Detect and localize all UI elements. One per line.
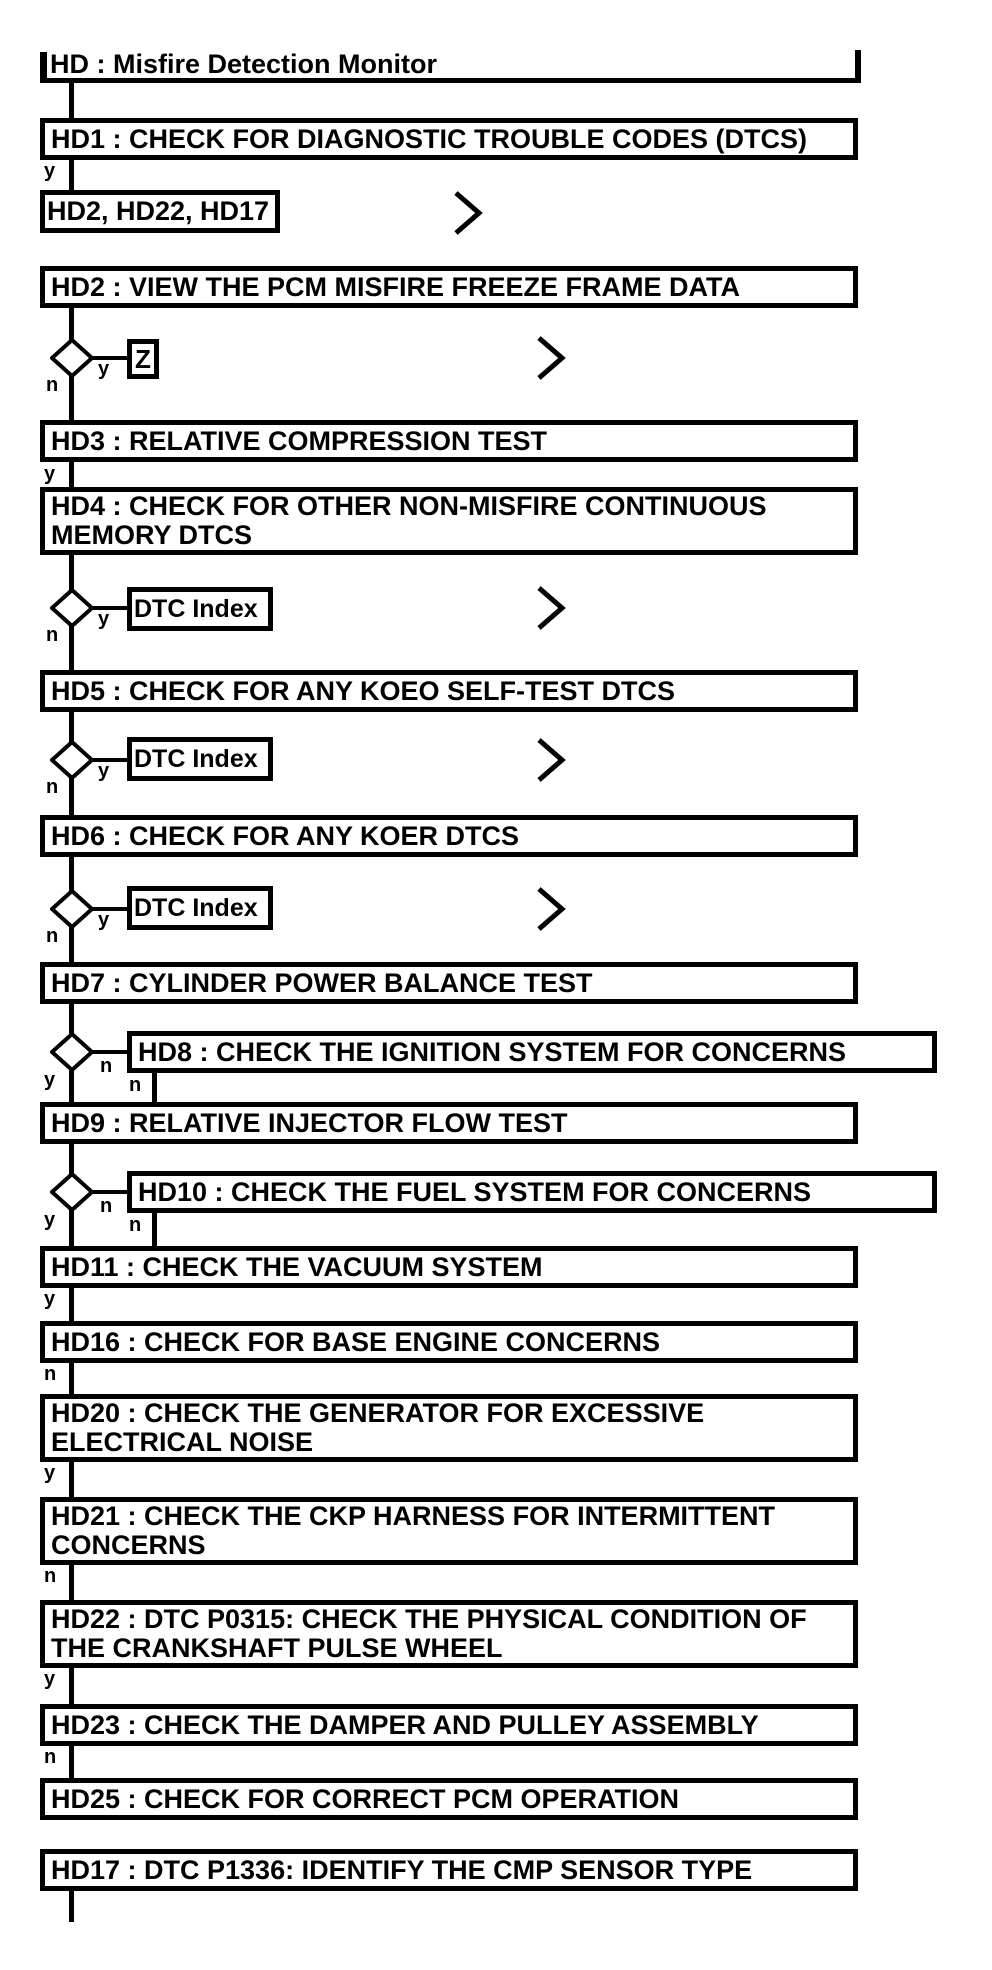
branch-label-yes: y xyxy=(98,608,110,630)
branch-line xyxy=(92,907,128,911)
node-hd8: HD8 : CHECK THE IGNITION SYSTEM FOR CONC… xyxy=(127,1031,937,1073)
branch-label-yes: y xyxy=(44,1209,56,1231)
decision-diamond xyxy=(50,1032,94,1072)
node-hd6: HD6 : CHECK FOR ANY KOER DTCS xyxy=(40,815,858,857)
branch-label-no: n xyxy=(129,1074,142,1096)
goto-chevron-icon xyxy=(454,191,483,235)
node-dtc-index: DTC Index xyxy=(127,587,273,631)
branch-line xyxy=(92,1050,128,1054)
connector-line xyxy=(69,1144,74,1176)
connector-line xyxy=(69,160,74,190)
title-right-tick xyxy=(855,50,861,83)
node-hd20: HD20 : CHECK THE GENERATOR FOR EXCESSIVE… xyxy=(40,1394,858,1462)
branch-label-no: n xyxy=(129,1214,142,1236)
decision-diamond xyxy=(50,588,94,628)
node-hd11: HD11 : CHECK THE VACUUM SYSTEM xyxy=(40,1246,858,1288)
goto-chevron-icon xyxy=(537,336,566,380)
node-hd21: HD21 : CHECK THE CKP HARNESS FOR INTERMI… xyxy=(40,1497,858,1565)
branch-label-no: n xyxy=(46,374,59,396)
branch-label-yes: y xyxy=(98,909,110,931)
branch-label-yes: y xyxy=(44,1668,56,1690)
node-hd16: HD16 : CHECK FOR BASE ENGINE CONCERNS xyxy=(40,1321,858,1363)
connector-line xyxy=(69,374,74,420)
node-hd9: HD9 : RELATIVE INJECTOR FLOW TEST xyxy=(40,1102,858,1144)
branch-label-yes: y xyxy=(44,463,56,485)
branch-label-yes: y xyxy=(44,1069,56,1091)
node-z-flag: Z xyxy=(127,339,159,379)
branch-line xyxy=(92,356,128,360)
branch-label-no: n xyxy=(44,1565,57,1587)
goto-chevron-icon xyxy=(537,586,566,630)
connector-line xyxy=(69,712,74,744)
node-hd5: HD5 : CHECK FOR ANY KOEO SELF-TEST DTCS xyxy=(40,670,858,712)
connector-line xyxy=(69,776,74,815)
branch-label-no: n xyxy=(46,925,59,947)
node-dtc-index: DTC Index xyxy=(127,737,273,781)
branch-label-yes: y xyxy=(98,358,110,380)
node-hd1: HD1 : CHECK FOR DIAGNOSTIC TROUBLE CODES… xyxy=(40,118,858,160)
branch-label-no: n xyxy=(100,1055,113,1077)
branch-label-yes: y xyxy=(98,760,110,782)
branch-label-no: n xyxy=(44,1363,57,1385)
branch-label-no: n xyxy=(100,1195,113,1217)
node-hd17: HD17 : DTC P1336: IDENTIFY THE CMP SENSO… xyxy=(40,1849,858,1891)
goto-chevron-icon xyxy=(537,738,566,782)
goto-chevron-icon xyxy=(537,887,566,931)
connector-line xyxy=(69,1668,74,1704)
node-hd7: HD7 : CYLINDER POWER BALANCE TEST xyxy=(40,962,858,1004)
connector-line xyxy=(69,1208,74,1246)
branch-label-yes: y xyxy=(44,1462,56,1484)
decision-diamond xyxy=(50,889,94,929)
title-underline xyxy=(40,78,861,83)
node-hd23: HD23 : CHECK THE DAMPER AND PULLEY ASSEM… xyxy=(40,1704,858,1746)
connector-line xyxy=(152,1073,157,1102)
connector-line xyxy=(69,308,74,345)
node-hd22: HD22 : DTC P0315: CHECK THE PHYSICAL CON… xyxy=(40,1600,858,1668)
node-goto-list: HD2, HD22, HD17 xyxy=(40,190,280,233)
decision-diamond xyxy=(50,740,94,780)
node-dtc-index: DTC Index xyxy=(127,886,273,930)
branch-label-yes: y xyxy=(44,160,56,182)
branch-line xyxy=(92,1190,128,1194)
node-hd2: HD2 : VIEW THE PCM MISFIRE FREEZE FRAME … xyxy=(40,266,858,308)
connector-line xyxy=(69,857,74,893)
connector-line xyxy=(152,1213,157,1246)
decision-diamond xyxy=(50,338,94,378)
branch-line xyxy=(92,758,128,762)
connector-line xyxy=(69,1565,74,1600)
decision-diamond xyxy=(50,1172,94,1212)
connector-line xyxy=(69,83,74,118)
branch-label-no: n xyxy=(46,624,59,646)
connector-line xyxy=(69,1746,74,1778)
connector-line xyxy=(69,1288,74,1321)
branch-label-yes: y xyxy=(44,1288,56,1310)
title-left-tick xyxy=(40,52,47,83)
page-title: HD : Misfire Detection Monitor xyxy=(50,49,438,79)
node-hd10: HD10 : CHECK THE FUEL SYSTEM FOR CONCERN… xyxy=(127,1171,937,1213)
connector-line xyxy=(69,1891,74,1922)
node-hd3: HD3 : RELATIVE COMPRESSION TEST xyxy=(40,420,858,462)
connector-line xyxy=(69,624,74,670)
connector-line xyxy=(69,1004,74,1036)
connector-line xyxy=(69,462,74,487)
branch-line xyxy=(92,606,128,610)
connector-line xyxy=(69,1068,74,1102)
connector-line xyxy=(69,555,74,592)
branch-label-no: n xyxy=(46,776,59,798)
connector-line xyxy=(69,1462,74,1497)
connector-line xyxy=(69,925,74,962)
node-hd4: HD4 : CHECK FOR OTHER NON-MISFIRE CONTIN… xyxy=(40,487,858,555)
node-hd25: HD25 : CHECK FOR CORRECT PCM OPERATION xyxy=(40,1778,858,1820)
connector-line xyxy=(69,1363,74,1394)
branch-label-no: n xyxy=(44,1746,57,1768)
